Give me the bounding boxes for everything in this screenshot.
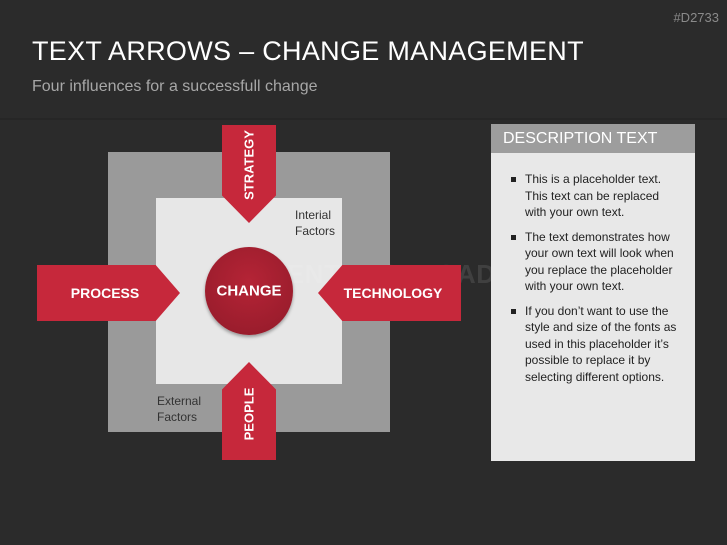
arrow-strategy-label: STRATEGY	[241, 130, 257, 200]
description-heading: DESCRIPTION TEXT	[491, 124, 695, 153]
change-circle: CHANGE	[205, 247, 293, 335]
description-bullet: This is a placeholder text. This text ca…	[511, 171, 683, 221]
arrow-process-label: PROCESS	[70, 285, 140, 301]
internal-factors-line1: Interial	[295, 208, 332, 222]
description-bullet: If you don’t want to use the style and s…	[511, 303, 683, 386]
title-divider	[0, 118, 727, 120]
external-factors-label: External Factors	[157, 393, 201, 425]
slide-code: #D2733	[673, 10, 719, 25]
arrow-technology-label: TECHNOLOGY	[343, 285, 443, 301]
arrow-technology: TECHNOLOGY	[318, 265, 461, 321]
description-panel: DESCRIPTION TEXT This is a placeholder t…	[491, 124, 695, 461]
arrow-process: PROCESS	[37, 265, 180, 321]
slide-subtitle: Four influences for a successfull change	[32, 78, 318, 95]
slide-title: TEXT ARROWS – CHANGE MANAGEMENT	[32, 36, 584, 66]
internal-factors-line2: Factors	[295, 224, 336, 238]
internal-factors-label: Interial Factors	[295, 207, 335, 239]
change-label: CHANGE	[216, 282, 282, 300]
external-factors-line2: Factors	[157, 410, 198, 424]
description-bullet: The text demonstrates how your own text …	[511, 229, 683, 295]
arrow-people-label: PEOPLE	[241, 387, 257, 441]
external-factors-line1: External	[157, 394, 202, 408]
description-list: This is a placeholder text. This text ca…	[491, 153, 695, 385]
